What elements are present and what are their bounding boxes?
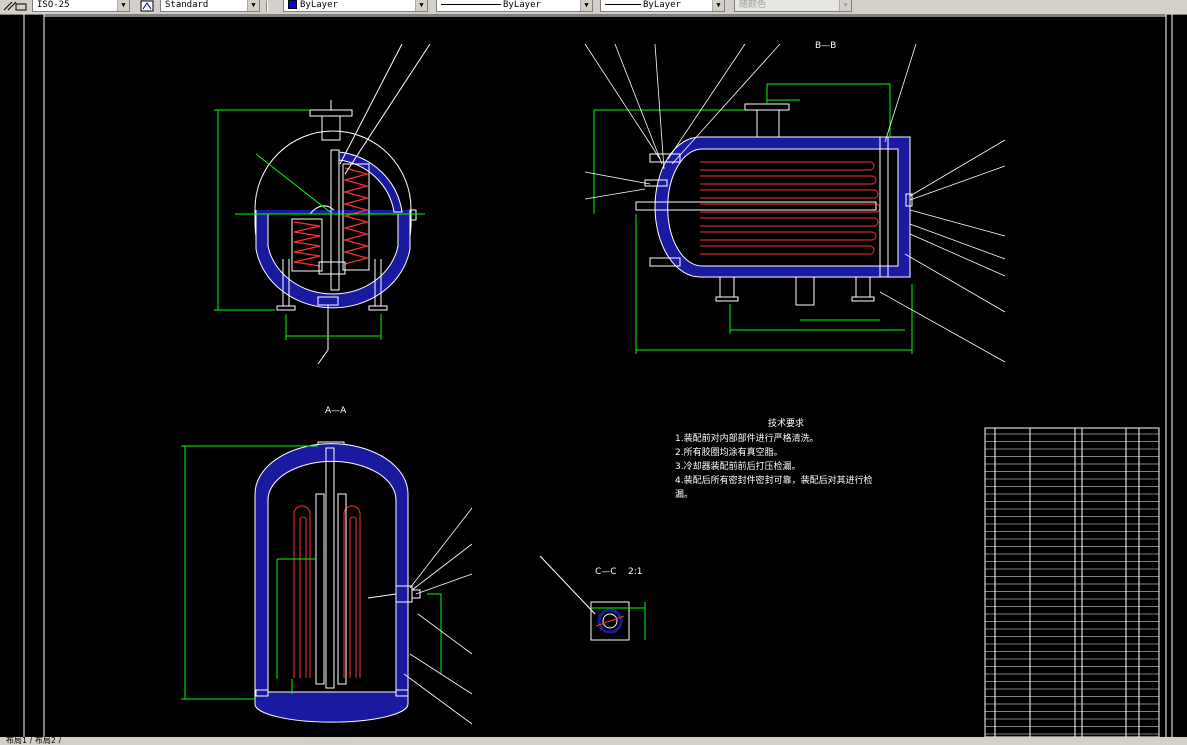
- linetype-value: ByLayer: [503, 0, 541, 10]
- lineweight-select[interactable]: ByLayer ▼: [600, 0, 725, 12]
- toolbar-separator: [266, 1, 268, 12]
- view-scale-cc: 2:1: [628, 567, 642, 577]
- chevron-down-icon: ▼: [839, 0, 851, 11]
- bb-section-view: B—B: [584, 41, 1006, 363]
- view-label-cc: C—C: [595, 567, 617, 577]
- dimstyle-select[interactable]: ISO-25 ▼: [32, 0, 130, 12]
- chevron-down-icon[interactable]: ▼: [580, 0, 592, 11]
- chevron-down-icon[interactable]: ▼: [247, 0, 259, 11]
- textstyle-select[interactable]: Standard ▼: [160, 0, 260, 12]
- view-label-aa: A—A: [325, 406, 347, 416]
- layout-tabs[interactable]: 布局1 / 布局2 /: [0, 737, 1187, 745]
- layout-tabs-label[interactable]: 布局1 / 布局2 /: [6, 736, 62, 745]
- color-select[interactable]: ByLayer ▼: [283, 0, 428, 12]
- tech-note-5: 漏。: [675, 488, 693, 500]
- dimstyle-value: ISO-25: [37, 0, 70, 10]
- view-label-bb: B—B: [815, 41, 836, 51]
- color-value: ByLayer: [300, 0, 338, 10]
- textstyle-icon[interactable]: [139, 0, 155, 12]
- dimstyle-icon[interactable]: [2, 0, 30, 12]
- linetype-select[interactable]: ByLayer ▼: [436, 0, 593, 12]
- drawing-canvas[interactable]: B—B: [0, 14, 1187, 737]
- color-swatch-icon: [288, 0, 297, 9]
- chevron-down-icon[interactable]: ▼: [415, 0, 427, 11]
- plotstyle-select: 随颜色 ▼: [734, 0, 852, 12]
- aa-section-view: A—A: [181, 406, 473, 725]
- chevron-down-icon[interactable]: ▼: [712, 0, 724, 11]
- side-section-view: [214, 43, 431, 365]
- cc-detail-view: C—C 2:1: [539, 555, 646, 641]
- tech-title: 技术要求: [768, 417, 804, 429]
- parts-list-table: [984, 427, 1160, 737]
- tech-note-2: 2.所有胶圈均涂有真空脂。: [675, 446, 783, 458]
- technical-requirements: 技术要求 1.装配前对内部部件进行严格清洗。 2.所有胶圈均涂有真空脂。 3.冷…: [675, 417, 873, 500]
- textstyle-value: Standard: [165, 0, 209, 10]
- plotstyle-value: 随颜色: [739, 0, 767, 10]
- chevron-down-icon[interactable]: ▼: [117, 0, 129, 11]
- tech-note-4: 4.装配后所有密封件密封可靠，装配后对其进行检: [675, 474, 873, 486]
- properties-toolbar: ISO-25 ▼ Standard ▼ ByLayer ▼ ByLayer ▼ …: [0, 0, 1187, 15]
- linetype-preview-icon: [441, 4, 501, 5]
- lineweight-value: ByLayer: [643, 0, 681, 10]
- tech-note-3: 3.冷却器装配前前后打压检漏。: [675, 460, 801, 472]
- tech-note-1: 1.装配前对内部部件进行严格清洗。: [675, 432, 819, 444]
- lineweight-preview-icon: [605, 4, 641, 5]
